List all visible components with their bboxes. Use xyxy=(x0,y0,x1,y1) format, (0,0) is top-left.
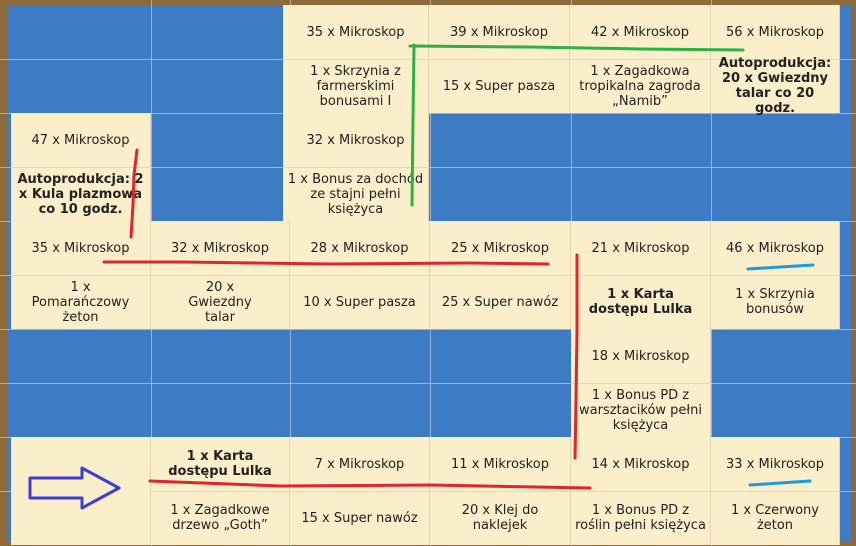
grid-line xyxy=(0,329,856,330)
board-cell: 32 x Mikroskop 20 x Gwiezdny talar xyxy=(151,221,290,329)
green-path-line xyxy=(408,44,745,52)
board-cell: 28 x Mikroskop 10 x Super pasza xyxy=(290,221,430,329)
board-cell: 46 x Mikroskop 1 x Skrzynia bonusów xyxy=(711,221,840,329)
cell-cost: 28 x Mikroskop xyxy=(310,240,409,256)
board-cell: 35 x Mikroskop 1 x Pomarańczowy żeton xyxy=(11,221,151,329)
board-cell: 18 x Mikroskop 1 x Bonus PD z warsztacik… xyxy=(571,329,711,437)
cell-reward: 25 x Super nawóz xyxy=(441,294,559,310)
cell-cost: 32 x Mikroskop xyxy=(306,132,405,148)
red-path-line xyxy=(102,260,550,266)
cell-cost: 47 x Mikroskop xyxy=(31,132,130,148)
cell-reward: 20 x Klej do naklejek xyxy=(461,503,539,533)
cell-cost: 56 x Mikroskop xyxy=(726,24,824,40)
cell-reward: 1 x Bonus PD z roślin pełni księżyca xyxy=(575,503,706,533)
cell-cost: 7 x Mikroskop xyxy=(314,456,405,472)
board-cell: 35 x Mikroskop 1 x Skrzynia z farmerskim… xyxy=(283,5,429,113)
cell-cost: 18 x Mikroskop xyxy=(591,348,690,364)
board-cell: 56 x Mikroskop Autoprodukcja: 20 x Gwiez… xyxy=(711,5,840,116)
cell-reward: 20 x Gwiezdny talar xyxy=(188,279,252,325)
cell-reward: 15 x Super nawóz xyxy=(301,510,418,526)
red-path-line xyxy=(129,148,139,239)
cell-cost: 42 x Mikroskop xyxy=(591,24,689,40)
cell-reward: 1 x Czerwony żeton xyxy=(731,503,819,533)
cell-cost: 35 x Mikroskop xyxy=(306,24,405,40)
frame-right xyxy=(851,0,856,546)
start-arrow-icon xyxy=(28,466,121,510)
board-cell: 21 x Mikroskop 1 x Karta dostępu Lulka xyxy=(571,221,711,329)
cell-reward: Autoprodukcja: 2 x Kula plazmowa co 10 g… xyxy=(17,171,144,217)
board-cell: 25 x Mikroskop 25 x Super nawóz xyxy=(430,221,571,329)
cell-cost: 21 x Mikroskop xyxy=(591,240,690,256)
cell-cost: 11 x Mikroskop xyxy=(451,456,549,472)
red-path-line xyxy=(148,479,592,490)
board-cell: 32 x Mikroskop 1 x Bonus za dochód ze st… xyxy=(283,113,429,221)
red-path-line xyxy=(573,253,579,460)
grid-line xyxy=(0,383,856,384)
cell-reward: Autoprodukcja: 20 x Gwiezdny talar co 20… xyxy=(718,56,832,116)
board-cell: 42 x Mikroskop 1 x Zagadkowa tropikalna … xyxy=(570,5,711,113)
board-cell: 11 x Mikroskop 20 x Klej do naklejek xyxy=(430,437,571,545)
cell-reward: 1 x Bonus PD z warsztacików pełni księży… xyxy=(579,387,702,433)
board-cell: 33 x Mikroskop 1 x Czerwony żeton xyxy=(711,437,840,545)
cell-reward: 1 x Pomarańczowy żeton xyxy=(31,279,130,325)
board-cell: 47 x Mikroskop Autoprodukcja: 2 x Kula p… xyxy=(11,113,151,221)
board-cell: 39 x Mikroskop 15 x Super pasza xyxy=(429,5,570,113)
board-cell-start xyxy=(11,437,151,545)
cell-reward: 10 x Super pasza xyxy=(303,294,416,310)
cell-reward: 1 x Skrzynia bonusów xyxy=(735,287,815,317)
cell-cost: 14 x Mikroskop xyxy=(591,456,690,472)
cell-cost: 1 x Karta dostępu Lulka xyxy=(168,449,272,479)
board-cell: 7 x Mikroskop 15 x Super nawóz xyxy=(290,437,430,545)
blue-path-line xyxy=(746,263,815,271)
cell-cost: 46 x Mikroskop xyxy=(726,240,824,256)
cell-reward: 1 x Zagadkowe drzewo „Goth” xyxy=(170,503,270,533)
board-cell: 1 x Karta dostępu Lulka 1 x Zagadkowe dr… xyxy=(151,437,290,545)
cell-cost: 25 x Mikroskop xyxy=(451,240,549,256)
cell-reward: 1 x Zagadkowa tropikalna zagroda „Namib” xyxy=(579,63,701,109)
cell-cost: 35 x Mikroskop xyxy=(31,240,130,256)
frame-left xyxy=(0,0,7,546)
cell-cost: 32 x Mikroskop xyxy=(171,240,269,256)
frame-top xyxy=(0,0,856,5)
cell-reward: 1 x Skrzynia z farmerskimi bonusami I xyxy=(310,63,401,109)
cell-reward: 1 x Karta dostępu Lulka xyxy=(588,287,693,317)
cell-cost: 39 x Mikroskop xyxy=(450,24,548,40)
cell-cost: 33 x Mikroskop xyxy=(726,456,824,472)
cell-reward: 1 x Bonus za dochód ze stajni pełni księ… xyxy=(287,171,424,217)
cell-reward: 15 x Super pasza xyxy=(442,78,556,94)
green-path-line xyxy=(410,43,416,207)
blue-path-line xyxy=(748,479,812,487)
board-cell: 14 x Mikroskop 1 x Bonus PD z roślin peł… xyxy=(571,437,711,545)
